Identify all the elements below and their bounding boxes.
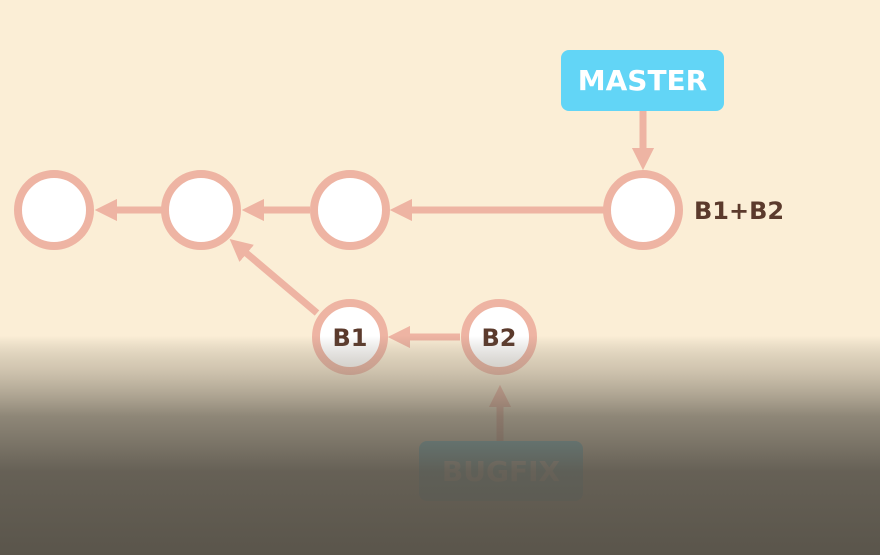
commit-node-b2: B2 — [461, 299, 537, 375]
commit-node-3 — [310, 170, 390, 250]
merge-commit-label: B1+B2 — [694, 197, 784, 225]
commit-node-b1: B1 — [312, 299, 388, 375]
commit-label-b1: B1 — [333, 324, 368, 352]
bugfix-branch-label: BUGFIX — [442, 455, 561, 488]
commit-node-merge — [603, 170, 683, 250]
connector-b1-to-c2 — [229, 238, 320, 316]
commit-label-b2: B2 — [482, 324, 517, 352]
commit-node-1 — [14, 170, 94, 250]
commit-node-2 — [161, 170, 241, 250]
master-branch-label: MASTER — [578, 64, 708, 97]
master-branch-tag: MASTER — [561, 50, 724, 111]
bugfix-branch-tag: BUGFIX — [419, 441, 583, 501]
